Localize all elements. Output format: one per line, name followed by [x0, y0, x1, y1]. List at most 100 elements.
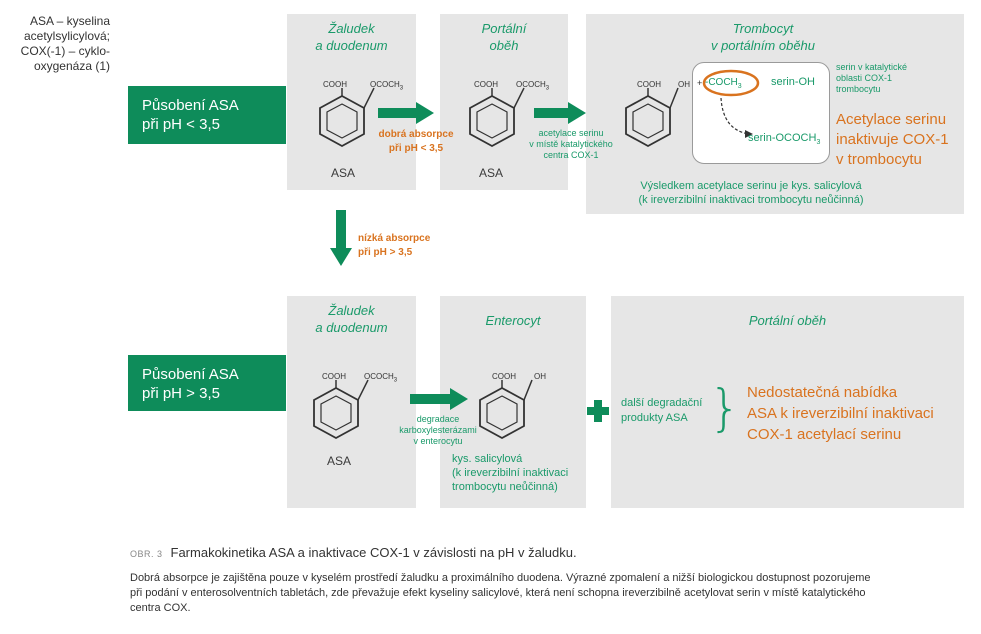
subscript: 3: [816, 139, 821, 147]
molecule-asa-portal: [469, 87, 525, 148]
arrow-label-good-absorption: dobrá absorpce při pH < 3,5: [368, 128, 464, 156]
acetyl-transfer-arrow: [720, 97, 753, 138]
serin-product-text: serin-OCOCH: [748, 132, 817, 144]
curly-brace: }: [709, 379, 741, 437]
caption-label: OBR. 3: [130, 549, 163, 559]
acetyl-group: -COCH3: [705, 77, 742, 90]
products-line: produkty ASA: [621, 412, 688, 424]
bond: [357, 379, 369, 401]
serin-acetylated: serin-OCOCH3: [748, 132, 820, 146]
caption-body: Dobrá absorpce je zajištěna pouze v kyse…: [130, 571, 970, 616]
serin-oh: serin-OH: [771, 76, 816, 88]
result-line: Výsledkem acetylace serinu je kys. salic…: [640, 180, 862, 192]
conclusion-line: v trombocytu: [836, 151, 922, 168]
group-cooh: COOH: [323, 80, 347, 89]
arrow-low-absorption: [330, 210, 352, 266]
salicylic-label: kys. salicylová (k ireverzibilní inaktiv…: [452, 452, 568, 494]
arrow-label-line: při pH < 3,5: [388, 143, 444, 154]
arrow-label-line: v místě katalytického: [529, 139, 613, 149]
arrow-label-degradation: degradace karboxylesterázami v enterocyt…: [386, 414, 490, 447]
figure-caption: OBR. 3 Farmakokinetika ASA a inaktivace C…: [130, 544, 970, 616]
conclusion-line: Acetylace serinu: [836, 111, 947, 128]
subscript: 3: [545, 85, 550, 92]
arrow-shape: [330, 210, 352, 266]
plus-bar: [587, 407, 609, 415]
panel-title-line: Portální oběh: [748, 313, 827, 328]
group-oh: OH: [678, 80, 690, 89]
arrow-acetylation: [534, 102, 586, 124]
arrow-label-line: v enterocytu: [413, 436, 463, 446]
condition-line: při pH < 3,5: [142, 116, 220, 133]
benzene-inner: [326, 103, 358, 139]
molecule-label: ASA: [479, 166, 504, 180]
group-ococh3: OCOCH3: [516, 80, 549, 92]
arrow-shape: [534, 102, 586, 124]
panel-title: Enterocyt: [440, 312, 586, 329]
plus-sign: +: [697, 78, 703, 88]
panel-title-line: Žaludek: [328, 303, 375, 318]
arrowhead: [745, 130, 753, 138]
panel-title: Portální oběh: [611, 312, 964, 329]
dashed-path: [720, 97, 750, 135]
legend-line: COX(-1) – cyklo-: [20, 44, 110, 58]
caption-line: Dobrá absorpce je zajištěna pouze v kyse…: [130, 572, 871, 584]
arrow-label-acetylation: acetylace serinu v místě katalytického c…: [516, 128, 626, 161]
bond: [363, 87, 375, 109]
panel-stomach-bottom: Žaludek a duodenum ASA: [287, 296, 416, 508]
arrow-label-low-absorption: nízká absorpce při pH > 3,5: [358, 232, 430, 260]
condition-line: při pH > 3,5: [142, 385, 220, 402]
panel-title-line: a duodenum: [315, 320, 388, 335]
panel-title: Žaludek a duodenum: [287, 20, 416, 54]
arrow-label-line: nízká absorpce: [358, 233, 431, 244]
arrow-label-line: degradace: [416, 414, 460, 424]
molecule-asa-stomach: [319, 87, 375, 148]
arrow-shape: [410, 388, 468, 410]
molecule-salicylic-platelet: [625, 87, 679, 148]
condition-box-acidic: Působení ASA při pH < 3,5: [128, 86, 286, 144]
panel-title: Portální oběh: [440, 20, 568, 54]
acetyl-text: -COCH: [705, 77, 738, 88]
panel-title: Žaludek a duodenum: [287, 302, 416, 336]
panel-platelet: Trombocyt v portálním oběhu serin v kata…: [586, 14, 964, 214]
panel-title: Trombocyt v portálním oběhu: [586, 20, 940, 54]
group-ococh3: OCOCH3: [364, 372, 397, 384]
group-cooh: COOH: [322, 372, 346, 381]
benzene-inner: [486, 395, 518, 431]
condition-line: Působení ASA: [142, 366, 239, 383]
panel-title-line: Enterocyt: [485, 313, 541, 328]
label-line: kys. salicylová: [452, 453, 523, 465]
molecule-asa-stomach-bottom: [313, 379, 369, 440]
arrow-degradation: [410, 388, 468, 410]
products-line: další degradační: [621, 397, 703, 409]
label-line: (k ireverzibilní inaktivaci: [452, 467, 569, 479]
condition-line: Působení ASA: [142, 97, 239, 114]
note-line: trombocytu: [836, 84, 881, 94]
benzene-inner: [632, 103, 664, 139]
panel-portal-bottom: Portální oběh další degradační produkty …: [611, 296, 964, 508]
bond: [523, 379, 533, 401]
panel-title-line: oběh: [489, 38, 519, 53]
arrow-label-line: centra COX-1: [543, 150, 599, 160]
panel-title-line: Portální: [481, 21, 527, 36]
group-cooh: COOH: [474, 80, 498, 89]
group-ococh3: OCOCH3: [370, 80, 403, 92]
label-line: trombocytu neůčinná): [452, 481, 558, 493]
group-text: OCOCH: [516, 80, 546, 89]
plus-icon: [587, 400, 609, 422]
group-text: OCOCH: [370, 80, 400, 89]
abbreviation-legend: ASA – kyselina acetylsylicylová; COX(-1)…: [0, 14, 110, 74]
conclusion-line: Nedostatečná nabídka: [747, 384, 898, 401]
panel-title-line: a duodenum: [315, 38, 388, 53]
note-line: serin v katalytické: [836, 62, 908, 72]
panel-portal-top: Portální oběh ASA: [440, 14, 568, 190]
caption-title: Farmakokinetika ASA a inaktivace COX-1 v…: [170, 545, 577, 560]
conclusion-insufficient: Nedostatečná nabídka ASA k ireverzibilní…: [747, 382, 934, 445]
benzene-inner: [320, 395, 352, 431]
caption-title-row: OBR. 3 Farmakokinetika ASA a inaktivace C…: [130, 544, 970, 563]
arrow-label-line: při pH > 3,5: [358, 247, 413, 258]
molecule-label: ASA: [327, 454, 352, 468]
legend-line: oxygenáza (1): [33, 59, 110, 73]
conclusion-line: inaktivuje COX-1: [836, 131, 949, 148]
degradation-products: další degradační produkty ASA: [621, 396, 702, 426]
arrow-label-line: acetylace serinu: [538, 128, 604, 138]
